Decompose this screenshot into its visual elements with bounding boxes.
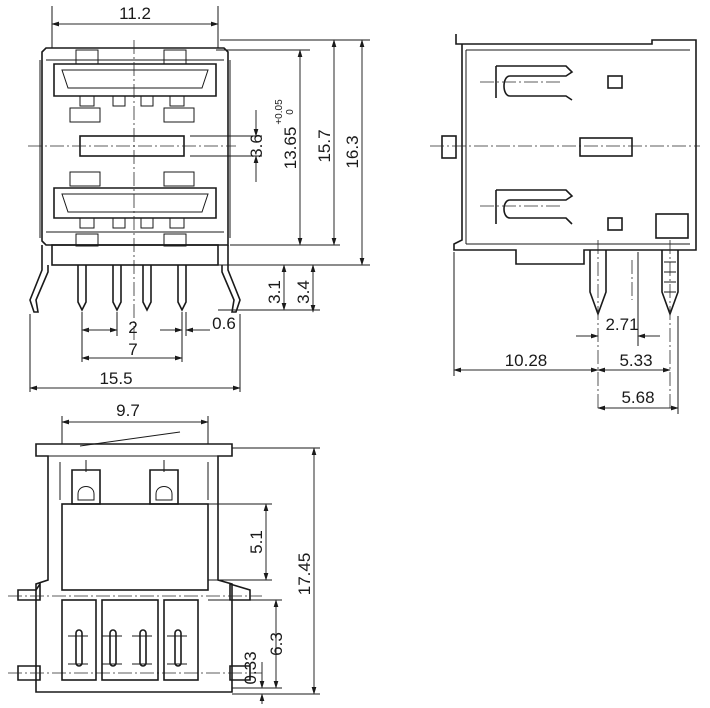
- label-tab-height: 3.6: [247, 134, 266, 158]
- label-port-tol-upper: +0.05: [274, 99, 285, 125]
- side-window-lower: [607, 217, 623, 231]
- bottom-cavity-2: [101, 599, 159, 681]
- label-pin-span: 7: [128, 340, 137, 359]
- front-pins: [77, 265, 187, 312]
- bottom-right-tab-upper: [229, 582, 251, 601]
- bottom-view: 9.7: [8, 401, 320, 704]
- label-bottom-lower: 6.3: [267, 632, 286, 656]
- label-front-width: 11.2: [119, 4, 151, 23]
- side-pin-a: [589, 250, 607, 317]
- label-pin-pitch: 2: [128, 318, 137, 337]
- label-pin-long: 3.4: [294, 280, 313, 304]
- front-lower-port: [53, 187, 217, 219]
- label-side-length: 10.28: [505, 351, 548, 370]
- label-side-pitch: 2.71: [605, 315, 638, 334]
- label-pin-short: 3.1: [265, 280, 284, 304]
- label-bottom-upper: 5.1: [247, 530, 266, 554]
- side-upper-spring: [495, 65, 574, 101]
- bottom-housing: [35, 443, 233, 693]
- label-side-offset: 5.33: [619, 351, 652, 370]
- front-shell: [41, 47, 229, 246]
- label-side-offset-total: 5.68: [621, 388, 654, 407]
- front-left-leg: [29, 245, 49, 313]
- side-view: 2.71 10.28 5.33 5.68: [430, 34, 700, 414]
- side-window-middle: [579, 137, 633, 157]
- label-plate-thickness: 0.33: [241, 651, 260, 684]
- bottom-left-tab-lower: [17, 665, 41, 681]
- bottom-left-tab-upper: [17, 581, 41, 601]
- bottom-right-tab-lower: [229, 665, 251, 681]
- label-pin-width: 0.6: [212, 314, 236, 333]
- label-port-height: 13.65: [281, 127, 300, 170]
- bottom-cavity-3: [163, 599, 199, 681]
- side-window-upper: [607, 75, 623, 89]
- front-view: 11.2 3.6 13.65 +0.05 0 15.7 16.3 3.1 3.4…: [28, 4, 370, 392]
- label-bottom-total: 17.45: [295, 553, 314, 596]
- label-body-height: 15.7: [315, 129, 334, 162]
- label-total-height: 16.3: [343, 135, 362, 168]
- side-lower-spring: [495, 189, 574, 225]
- side-left-tab: [441, 135, 457, 159]
- bottom-cavity-1: [61, 599, 97, 681]
- label-port-tol-lower: 0: [285, 109, 296, 115]
- label-bottom-width: 9.7: [116, 401, 140, 420]
- front-upper-port: [53, 63, 217, 97]
- front-bottom-plate: [51, 244, 219, 266]
- label-shell-width: 15.5: [99, 369, 132, 388]
- bottom-pins: [68, 629, 187, 667]
- side-housing: [453, 34, 697, 265]
- front-right-leg: [221, 245, 241, 313]
- side-corner-block: [655, 213, 689, 239]
- bottom-inner-body: [61, 503, 209, 591]
